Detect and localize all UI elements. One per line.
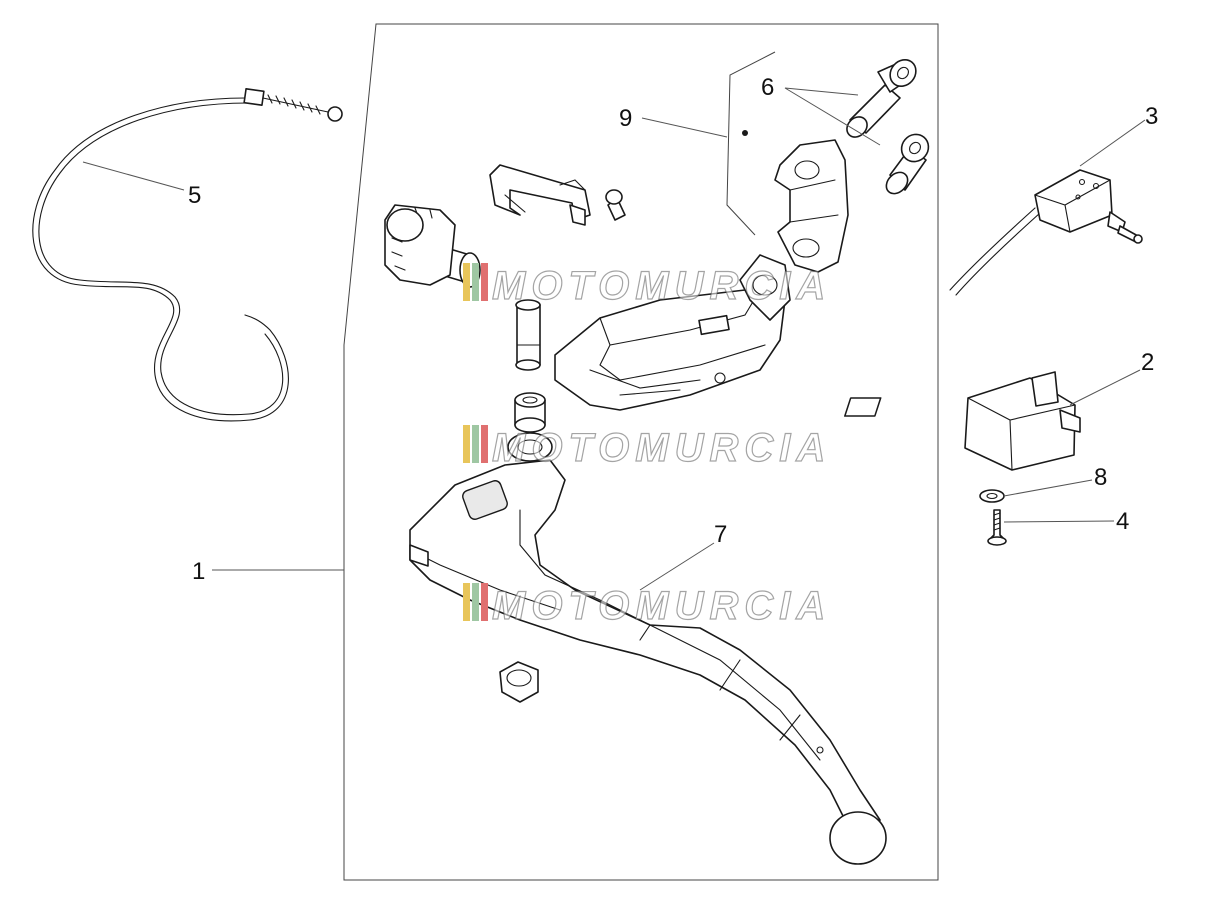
watermark: MOTOMURCIA: [463, 263, 831, 309]
leader-4: [1003, 520, 1115, 523]
leader-8: [1003, 479, 1093, 497]
callout-4: 4: [1116, 508, 1129, 535]
callout-6: 6: [761, 74, 774, 101]
cable-end-nipple: [327, 106, 343, 122]
watermark-text: MOTOMURCIA: [492, 584, 831, 628]
washer-icon: [979, 489, 1005, 503]
bolt-icon: [885, 133, 930, 195]
callout-9: 9: [619, 105, 632, 132]
watermark-text: MOTOMURCIA: [492, 426, 831, 470]
cable-ferrule: [243, 88, 265, 106]
callout-7: 7: [714, 521, 727, 548]
pin-icon: [605, 189, 626, 221]
leader-2: [1069, 369, 1141, 406]
bushing-icon: [514, 392, 546, 433]
switch-housing-icon: [843, 371, 1081, 471]
adjuster-icon: [384, 204, 481, 288]
watermark: MOTOMURCIA: [463, 425, 831, 471]
leader-7: [639, 542, 715, 591]
watermark: MOTOMURCIA: [463, 583, 831, 629]
leader-5: [82, 161, 185, 191]
watermark-text: MOTOMURCIA: [492, 264, 831, 308]
master-body-icon: [554, 254, 791, 411]
lever-icon: [409, 432, 887, 865]
screw-icon: [987, 509, 1007, 546]
leader-9: [641, 117, 728, 138]
callout-3: 3: [1145, 103, 1158, 130]
clamp-icon: [742, 130, 849, 273]
callout-1: 1: [192, 558, 205, 585]
callout-2: 2: [1141, 349, 1154, 376]
clamp-kit-bracket: [726, 51, 776, 236]
callout-8: 8: [1094, 464, 1107, 491]
spring-clip-icon: [489, 164, 591, 226]
leader-6: [784, 87, 881, 146]
cable-icon: [32, 88, 343, 422]
assembly-frame: [343, 23, 939, 881]
leader-3: [1079, 119, 1146, 167]
switch-icon: [949, 169, 1143, 296]
callout-5: 5: [188, 182, 201, 209]
bolt-icon: [846, 58, 917, 138]
pivot-pin-icon: [515, 299, 541, 371]
nut-icon: [499, 661, 539, 703]
